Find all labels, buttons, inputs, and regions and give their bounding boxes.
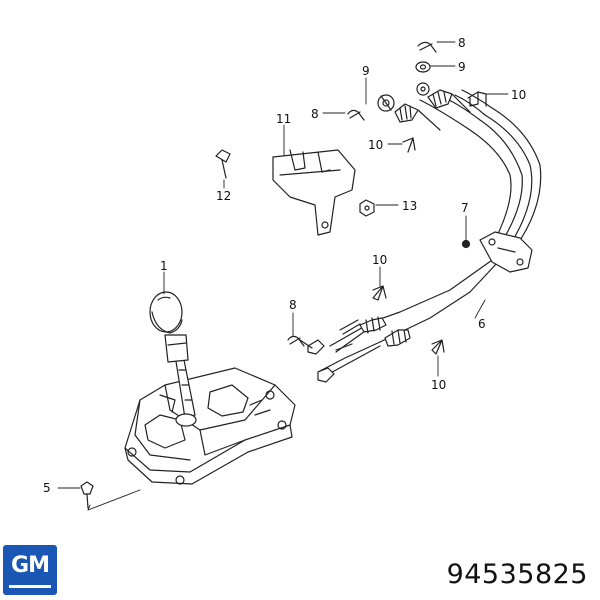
retaining-clip-mid — [402, 137, 416, 153]
retaining-clip-top-right — [467, 91, 487, 107]
callout-10-low: 10 — [431, 378, 446, 392]
callout-5: 5 — [43, 481, 51, 495]
callout-9-mid: 9 — [362, 64, 370, 78]
callout-12: 12 — [216, 189, 231, 203]
callout-8-mid: 8 — [311, 107, 319, 121]
gm-logo: GM — [3, 545, 57, 595]
nut-13 — [359, 199, 375, 217]
callout-8-top: 8 — [458, 36, 466, 50]
retaining-clip-center — [372, 285, 387, 301]
callout-11: 11 — [276, 112, 291, 126]
washer-9-top — [415, 61, 431, 73]
mounting-bracket-11 — [272, 149, 356, 236]
callout-13: 13 — [402, 199, 417, 213]
main-cable-bundle — [419, 89, 542, 249]
callout-9-top: 9 — [458, 60, 466, 74]
shift-lever-knob — [149, 291, 197, 427]
pin-8-mid — [347, 109, 365, 121]
lower-shift-cables — [299, 257, 499, 383]
cable-bracket — [479, 231, 533, 273]
pin-8-low — [287, 335, 305, 347]
leader-lines — [57, 41, 509, 511]
callout-6: 6 — [478, 317, 486, 331]
bolt-12 — [215, 149, 231, 179]
callout-7: 7 — [461, 201, 469, 215]
bolt-5 — [80, 481, 94, 509]
gm-logo-text: GM — [11, 553, 50, 578]
part-number: 94535825 — [446, 559, 588, 590]
callout-10-center: 10 — [372, 253, 387, 267]
callout-10-top-right: 10 — [511, 88, 526, 102]
callout-10-mid: 10 — [368, 138, 383, 152]
callout-1: 1 — [160, 259, 168, 273]
stud-7 — [461, 239, 471, 249]
pin-8-top — [417, 41, 437, 53]
shifter-base-housing — [124, 367, 296, 485]
callout-8-low: 8 — [289, 298, 297, 312]
gm-logo-underline — [9, 585, 51, 588]
upper-cable-ends — [377, 82, 471, 131]
retaining-clip-low — [431, 339, 445, 355]
